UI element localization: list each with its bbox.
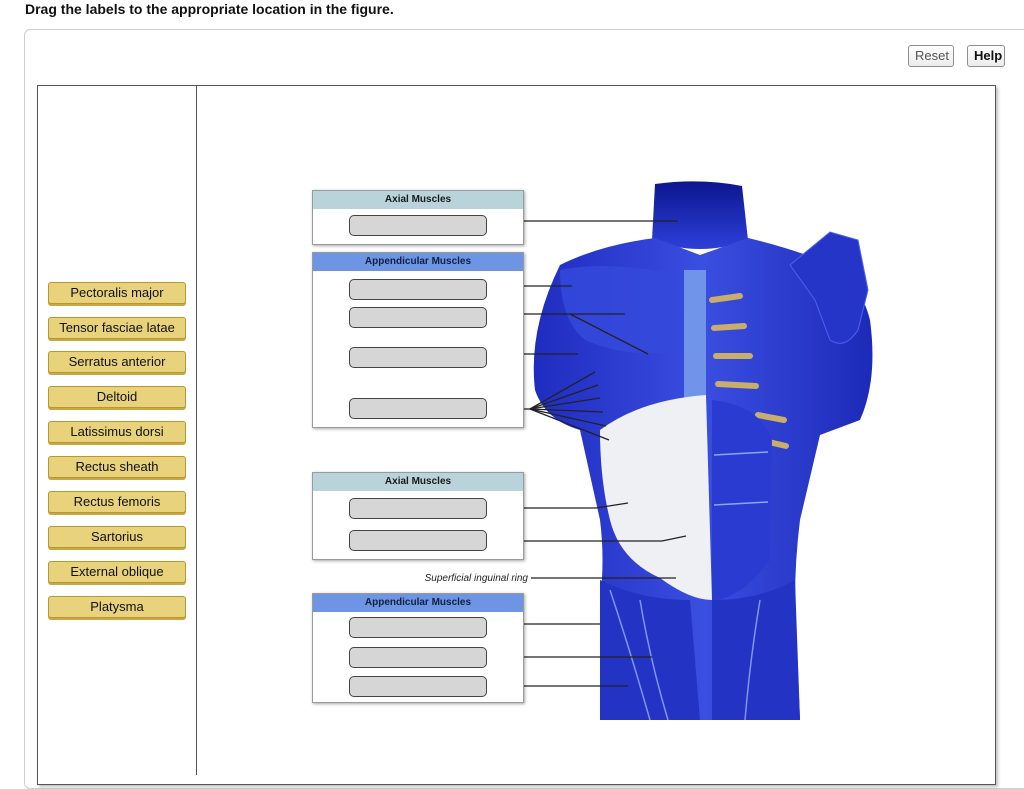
drop-target-7[interactable] bbox=[349, 530, 487, 551]
rectus-abdominis bbox=[712, 400, 772, 600]
drop-target-9[interactable] bbox=[349, 647, 487, 668]
drop-target-6[interactable] bbox=[349, 498, 487, 519]
rectus-intersections bbox=[713, 451, 769, 506]
label-chip-rectus-femoris[interactable]: Rectus femoris bbox=[48, 491, 186, 513]
drop-target-10[interactable] bbox=[349, 676, 487, 697]
label-chip-platysma[interactable]: Platysma bbox=[48, 596, 186, 618]
axial-muscles-header-lower: Axial Muscles bbox=[313, 473, 523, 491]
help-button[interactable]: Help bbox=[967, 45, 1005, 67]
drop-target-3[interactable] bbox=[349, 307, 487, 328]
drop-target-4[interactable] bbox=[349, 347, 487, 368]
pectoral-region bbox=[560, 266, 685, 354]
reset-button[interactable]: Reset bbox=[908, 45, 954, 67]
label-chip-latissimus-dorsi[interactable]: Latissimus dorsi bbox=[48, 421, 186, 443]
drop-target-2[interactable] bbox=[349, 279, 487, 300]
superficial-inguinal-ring-label: Superficial inguinal ring bbox=[424, 573, 528, 584]
appendicular-muscles-header-upper: Appendicular Muscles bbox=[313, 253, 523, 271]
drop-target-8[interactable] bbox=[349, 617, 487, 638]
appendicular-muscles-header-lower: Appendicular Muscles bbox=[313, 594, 523, 612]
axial-muscles-header-upper: Axial Muscles bbox=[313, 191, 523, 209]
thigh-muscle-lines bbox=[609, 589, 761, 721]
leader-lines bbox=[487, 220, 687, 687]
deltoid-flap bbox=[789, 231, 869, 344]
neck-region bbox=[652, 181, 748, 249]
right-thigh bbox=[712, 580, 800, 720]
drop-target-1[interactable] bbox=[349, 215, 487, 236]
label-bank-divider bbox=[196, 86, 197, 775]
label-chip-external-oblique[interactable]: External oblique bbox=[48, 561, 186, 583]
label-chip-serratus-anterior[interactable]: Serratus anterior bbox=[48, 351, 186, 373]
sternum-strip bbox=[684, 270, 706, 400]
label-chip-pectoralis-major[interactable]: Pectoralis major bbox=[48, 282, 186, 304]
rectus-sheath-aponeurosis bbox=[600, 395, 712, 600]
label-chip-tensor-fasciae-latae[interactable]: Tensor fasciae latae bbox=[48, 317, 186, 339]
drop-target-5[interactable] bbox=[349, 398, 487, 419]
label-chip-rectus-sheath[interactable]: Rectus sheath bbox=[48, 456, 186, 478]
label-chip-sartorius[interactable]: Sartorius bbox=[48, 526, 186, 548]
label-chip-deltoid[interactable]: Deltoid bbox=[48, 386, 186, 408]
instruction-text: Drag the labels to the appropriate locat… bbox=[25, 1, 394, 17]
